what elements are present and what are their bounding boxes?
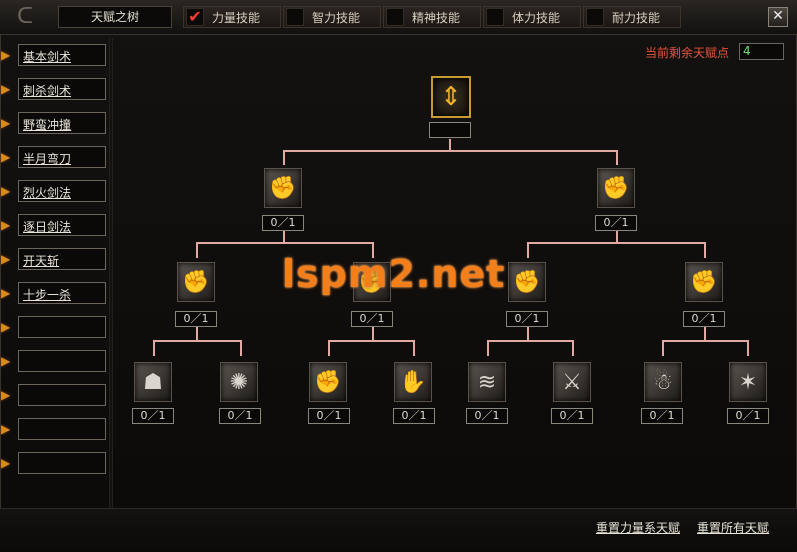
talent-level: 0／1 (506, 311, 548, 327)
fist-aura-icon[interactable]: ✊ (264, 168, 302, 208)
tab-label: 力量技能 (212, 10, 261, 25)
whirlwind-icon[interactable]: ≋ (468, 362, 506, 402)
sidebar-item-label[interactable]: 十步一杀 (23, 288, 72, 302)
sidebar-item-label[interactable]: 刺杀剑术 (23, 84, 72, 98)
arrow-right-icon: ▶ (1, 422, 11, 436)
sidebar-item[interactable]: ▶ 刺杀剑术 (0, 78, 106, 100)
talent-level: 0／1 (219, 408, 261, 424)
checkbox-checked-icon[interactable]: ✔ (186, 8, 204, 26)
tab-endurance[interactable]: 耐力技能 (583, 6, 681, 28)
remaining-points-value: 4 (739, 43, 784, 60)
skill-list: ▶ 基本剑术 ▶ 刺杀剑术 ▶ 野蛮冲撞 ▶ 半月弯刀 ▶ 烈火剑法 ▶ 逐日剑法 ▶ 开天斩… (0, 38, 110, 508)
sidebar-item[interactable]: ▶ 野蛮冲撞 (0, 112, 106, 134)
arrow-right-icon: ▶ (1, 218, 11, 232)
title-bar: ᑕ 天赋之树 ✔ 力量技能 智力技能 精神技能 体力技能 耐力技能 ✕ (0, 0, 797, 35)
sidebar-item-label[interactable]: 逐日剑法 (23, 220, 72, 234)
talent-level: 0／1 (466, 408, 508, 424)
sidebar-item[interactable]: ▶ (0, 316, 106, 338)
talent-level: 0／1 (551, 408, 593, 424)
sidebar-item[interactable]: ▶ 逐日剑法 (0, 214, 106, 236)
close-icon[interactable]: ✕ (768, 7, 788, 27)
energy-burst-icon[interactable]: ✺ (220, 362, 258, 402)
arrow-right-icon: ▶ (1, 150, 11, 164)
arrow-right-icon: ▶ (1, 116, 11, 130)
footer-bar (0, 508, 797, 552)
arrow-right-icon: ▶ (1, 354, 11, 368)
sidebar-item[interactable]: ▶ (0, 350, 106, 372)
sidebar-item[interactable]: ▶ 烈火剑法 (0, 180, 106, 202)
talent-level: 0／1 (175, 311, 217, 327)
tab-label: 耐力技能 (612, 10, 661, 25)
window-title: 天赋之树 (58, 6, 172, 28)
arrow-right-icon: ▶ (1, 82, 11, 96)
talent-level: 0／1 (308, 408, 350, 424)
talent-level: 0／1 (262, 215, 304, 231)
tab-spirit[interactable]: 精神技能 (383, 6, 481, 28)
sidebar-item-label[interactable]: 基本剑术 (23, 50, 72, 64)
tab-intelligence[interactable]: 智力技能 (283, 6, 381, 28)
shadow-figures-icon[interactable]: ☃ (644, 362, 682, 402)
sidebar-item-label[interactable]: 开天斩 (23, 254, 60, 268)
sidebar-item-label[interactable]: 野蛮冲撞 (23, 118, 72, 132)
sidebar-item[interactable]: ▶ 十步一杀 (0, 282, 106, 304)
checkbox-icon[interactable] (486, 8, 504, 26)
tab-label: 智力技能 (312, 10, 361, 25)
tab-strength[interactable]: ✔ 力量技能 (183, 6, 281, 28)
sidebar-item-label[interactable]: 烈火剑法 (23, 186, 72, 200)
arrow-right-icon: ▶ (1, 320, 11, 334)
talent-level (429, 122, 471, 138)
talent-level: 0／1 (683, 311, 725, 327)
fist-icon[interactable]: ✊ (685, 262, 723, 302)
arrow-right-icon: ▶ (1, 48, 11, 62)
talent-level: 0／1 (132, 408, 174, 424)
sidebar-item-label[interactable]: 半月弯刀 (23, 152, 72, 166)
arrow-right-icon: ▶ (1, 184, 11, 198)
blade-strike-icon[interactable]: ⚔ (553, 362, 591, 402)
arrow-right-icon: ▶ (1, 286, 11, 300)
checkbox-icon[interactable] (286, 8, 304, 26)
arrow-right-icon: ▶ (1, 456, 11, 470)
checkbox-icon[interactable] (586, 8, 604, 26)
sidebar-item[interactable]: ▶ 半月弯刀 (0, 146, 106, 168)
sidebar-item[interactable]: ▶ (0, 384, 106, 406)
tab-vitality[interactable]: 体力技能 (483, 6, 581, 28)
sidebar-item[interactable]: ▶ 基本剑术 (0, 44, 106, 66)
warrior-icon[interactable]: ☗ (134, 362, 172, 402)
talent-level: 0／1 (351, 311, 393, 327)
sidebar-item[interactable]: ▶ (0, 452, 106, 474)
fist-icon[interactable]: ✊ (508, 262, 546, 302)
checkbox-icon[interactable] (386, 8, 404, 26)
reset-all-talents-link[interactable]: 重置所有天赋 (697, 521, 770, 535)
tab-label: 精神技能 (412, 10, 461, 25)
talent-level: 0／1 (393, 408, 435, 424)
sword-emblem-icon[interactable]: ⇕ (431, 76, 471, 118)
sidebar-item[interactable]: ▶ 开天斩 (0, 248, 106, 270)
fist-icon[interactable]: ✊ (353, 262, 391, 302)
beast-claw-icon[interactable]: ✶ (729, 362, 767, 402)
watermark: lspm2.net (282, 252, 506, 296)
arrow-right-icon: ▶ (1, 252, 11, 266)
reset-strength-talents-link[interactable]: 重置力量系天赋 (596, 521, 681, 535)
talent-level: 0／1 (641, 408, 683, 424)
armored-arm-icon[interactable]: ✋ (394, 362, 432, 402)
fist-aura-icon[interactable]: ✊ (597, 168, 635, 208)
arrow-right-icon: ▶ (1, 388, 11, 402)
sidebar-divider (109, 38, 113, 508)
corner-ornament-icon: ᑕ (16, 4, 34, 29)
sidebar-item[interactable]: ▶ (0, 418, 106, 440)
talent-level: 0／1 (595, 215, 637, 231)
talent-level: 0／1 (727, 408, 769, 424)
tab-label: 体力技能 (512, 10, 561, 25)
fist-icon[interactable]: ✊ (309, 362, 347, 402)
fist-icon[interactable]: ✊ (177, 262, 215, 302)
remaining-points-label: 当前剩余天赋点 (645, 46, 730, 60)
